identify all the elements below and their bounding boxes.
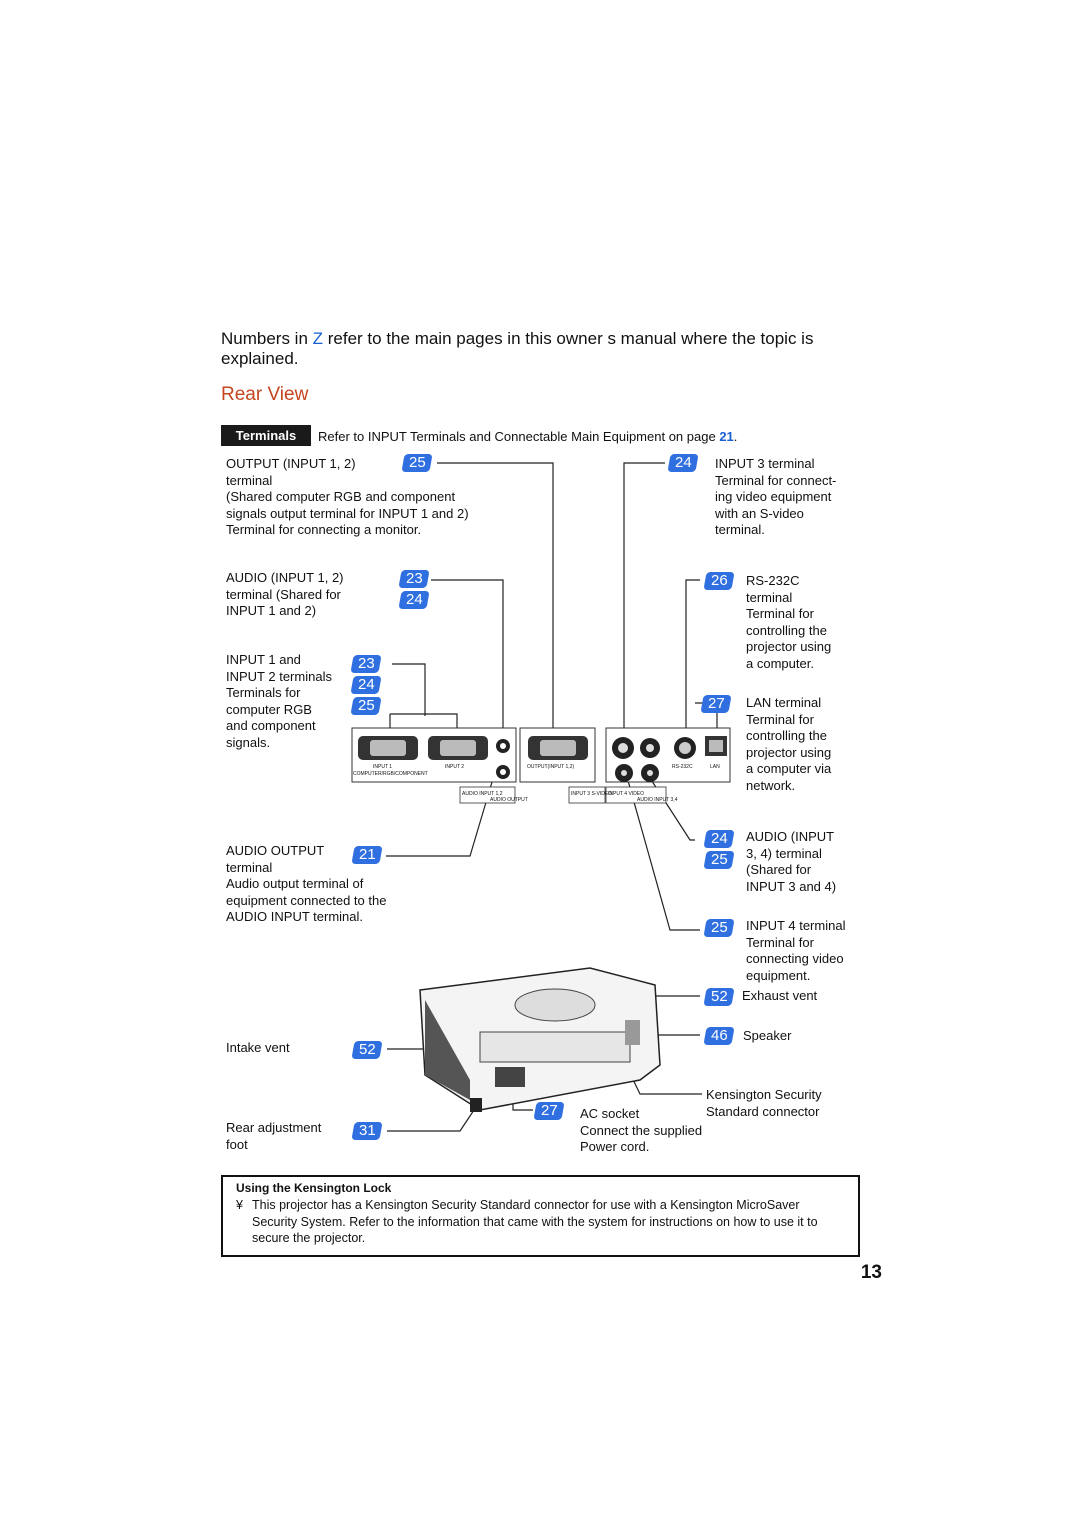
page-badge-lan[interactable]: 27: [700, 695, 732, 713]
page-badge-audio34-b[interactable]: 25: [703, 851, 735, 869]
panel-audio12-label: AUDIO INPUT 1,2: [462, 791, 503, 797]
rear-foot-label: Rear adjustment foot: [226, 1120, 322, 1152]
panel-input4-label: INPUT 4 VIDEO: [608, 791, 645, 797]
panel-rgbcomp-label: COMPUTER/RGB/COMPONENT: [353, 771, 428, 777]
page-badge-input12-c[interactable]: 25: [350, 697, 382, 715]
bullet-marker: ¥: [236, 1198, 243, 1212]
page-badge-audio12-b[interactable]: 24: [398, 591, 430, 609]
page-badge-foot[interactable]: 31: [351, 1122, 383, 1140]
page-badge-input12-b[interactable]: 24: [350, 676, 382, 694]
page-badge-speaker[interactable]: 46: [703, 1027, 735, 1045]
page-badge-intake[interactable]: 52: [351, 1041, 383, 1059]
page-link[interactable]: 21: [719, 429, 734, 444]
audio-input34-label: AUDIO (INPUT 3, 4) terminal (Shared for …: [746, 829, 837, 894]
input3-label: INPUT 3 terminal Terminal for connect- i…: [715, 456, 837, 537]
ac-socket-label: AC socket Connect the supplied Power cor…: [580, 1106, 703, 1154]
kensington-label: Kensington Security Standard connector: [706, 1087, 822, 1119]
kensington-note-box: [221, 1175, 860, 1257]
page-badge-input12-a[interactable]: 23: [350, 655, 382, 673]
input12-label: INPUT 1 and INPUT 2 terminals Terminals …: [226, 652, 332, 750]
intro-text: Numbers in Z refer to the main pages in …: [221, 329, 814, 368]
input4-label: INPUT 4 terminal Terminal for connecting…: [746, 918, 846, 983]
panel-audio34-label: AUDIO INPUT 3,4: [637, 797, 678, 803]
terminals-badge: Terminals: [221, 425, 311, 446]
panel-audio-out-label: AUDIO OUTPUT: [490, 797, 528, 803]
lan-label: LAN terminal Terminal for controlling th…: [746, 695, 832, 793]
output-label: OUTPUT (INPUT 1, 2) terminal (Shared com…: [226, 456, 469, 537]
page-badge-input4[interactable]: 25: [703, 919, 735, 937]
speaker-label: Speaker: [743, 1028, 792, 1043]
page-badge-input3[interactable]: 24: [667, 454, 699, 472]
page-badge-audio12-a[interactable]: 23: [398, 570, 430, 588]
page-badge-rs232c[interactable]: 26: [703, 572, 735, 590]
rs232c-label: RS-232C terminal Terminal for controllin…: [746, 573, 832, 671]
page-number: 13: [860, 1262, 882, 1283]
panel-input3-label: INPUT 3 S-VIDEO: [571, 791, 613, 797]
terminals-reference: Refer to INPUT Terminals and Connectable…: [318, 429, 738, 444]
panel-input2-label: INPUT 2: [445, 764, 465, 770]
page-badge-audio-output[interactable]: 21: [351, 846, 383, 864]
z-marker: Z: [312, 329, 324, 348]
projector-illustration: [419, 967, 661, 1112]
page-badge-output[interactable]: 25: [401, 454, 433, 472]
page-badge-exhaust[interactable]: 52: [703, 988, 735, 1006]
panel-rs232c-label: RS-232C: [672, 764, 693, 770]
section-title: Rear View: [221, 384, 309, 405]
panel-lan-label: LAN: [710, 764, 720, 770]
exhaust-vent-label: Exhaust vent: [742, 988, 818, 1003]
audio-input12-label: AUDIO (INPUT 1, 2) terminal (Shared for …: [226, 570, 344, 618]
page-badge-audio34-a[interactable]: 24: [703, 830, 735, 848]
panel-input1-label: INPUT 1: [373, 764, 393, 770]
intake-vent-label: Intake vent: [226, 1040, 290, 1055]
audio-output-label: AUDIO OUTPUT terminal Audio output termi…: [226, 843, 387, 924]
panel-output-label: OUTPUT(INPUT 1,2): [527, 764, 575, 770]
rear-panel: [351, 727, 731, 804]
page-badge-ac[interactable]: 27: [533, 1102, 565, 1120]
kensington-note-title: Using the Kensington Lock: [236, 1181, 392, 1195]
kensington-note-text: ¥ This projector has a Kensington Securi…: [236, 1198, 818, 1245]
